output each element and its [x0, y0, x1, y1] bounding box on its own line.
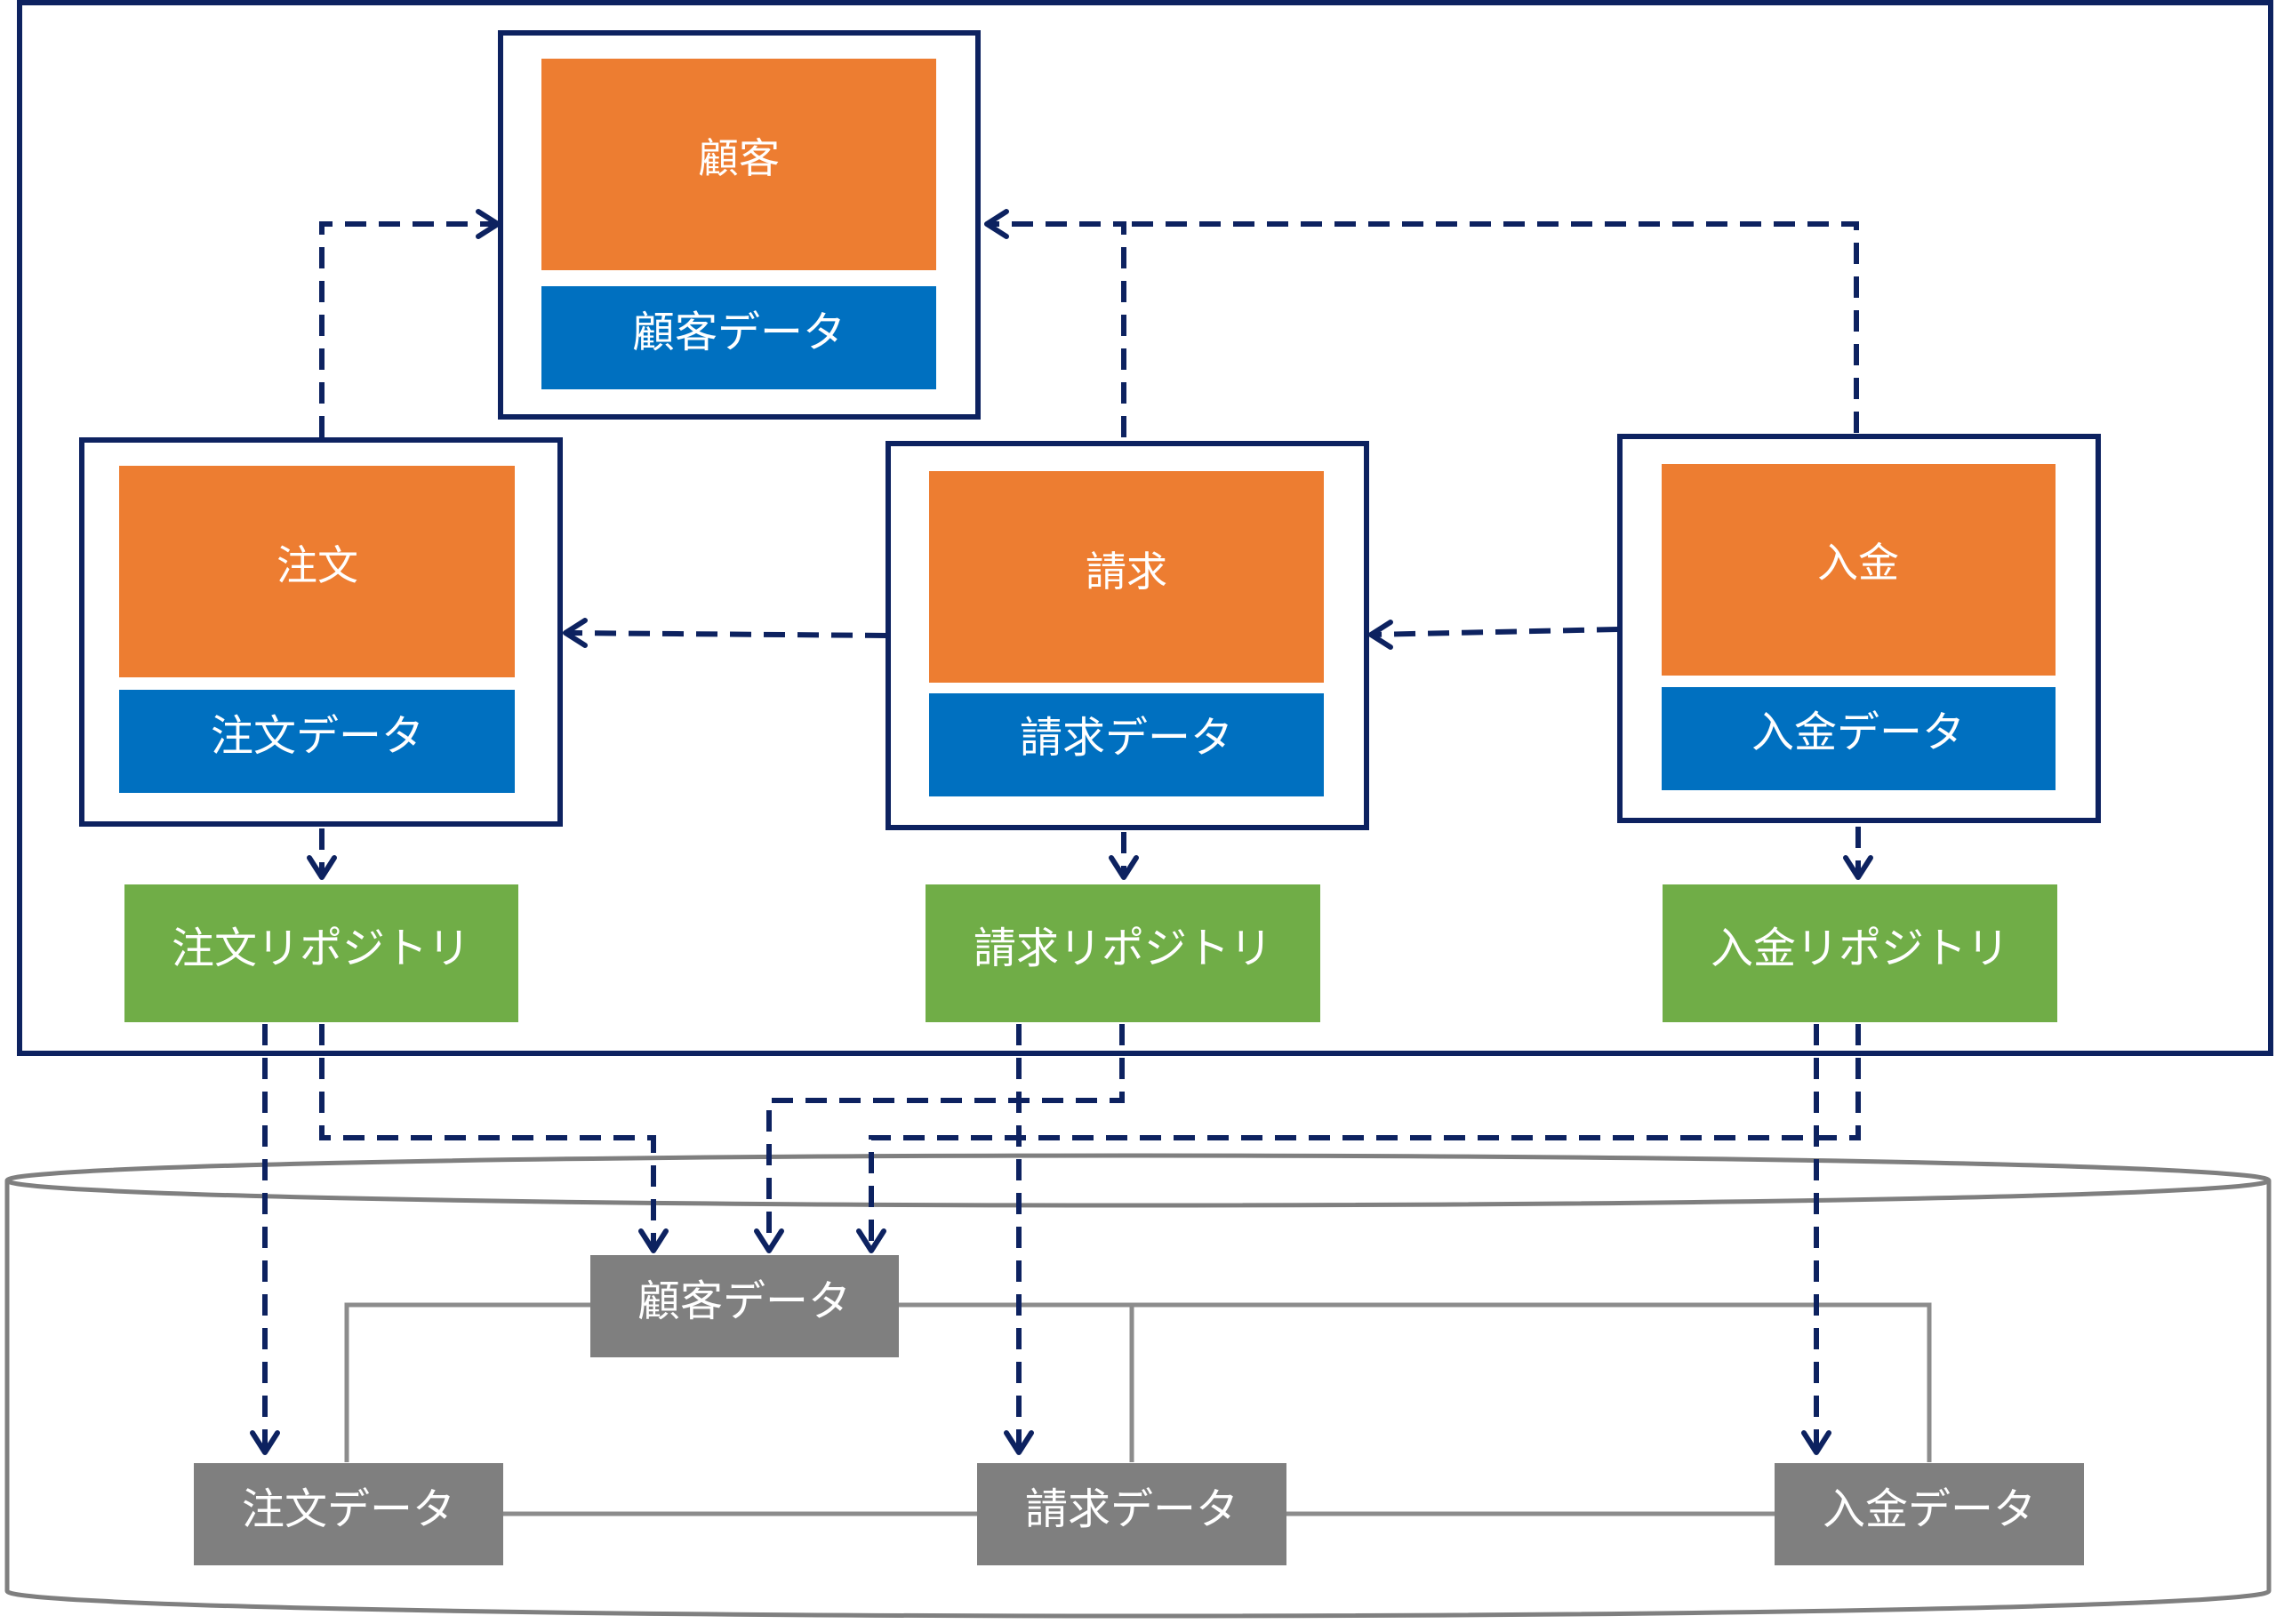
arrowhead-db-customer-3	[856, 1228, 886, 1253]
arrowheads	[250, 209, 1873, 1455]
payment-module: 入金 入金データ	[1617, 434, 2101, 823]
customer-data-box	[541, 286, 936, 389]
database-cylinder	[4, 1153, 2272, 1619]
arrowhead-db-customer-2	[754, 1228, 784, 1253]
order-title: 注文	[276, 541, 358, 589]
order-module: 注文 注文データ	[79, 437, 563, 827]
arrowhead-order-repo	[307, 855, 337, 880]
billing-module: 請求 請求データ	[886, 441, 1369, 830]
payment-data-box	[1662, 687, 2056, 790]
customer-data-label: 顧客データ	[632, 308, 845, 357]
customer-title-box	[541, 59, 936, 270]
customer-module: 顧客 顧客データ	[498, 30, 981, 420]
billing-repository-label: 請求リポジトリ	[974, 924, 1272, 973]
arrowhead-payment-to-billing	[1368, 620, 1393, 650]
db-table-order-label: 注文データ	[242, 1484, 455, 1534]
dependency-arrows	[262, 221, 1861, 1451]
order-title-box	[119, 466, 515, 677]
db-table-customer-label: 顧客データ	[637, 1276, 851, 1326]
db-table-billing: 請求データ	[977, 1463, 1286, 1565]
db-table-payment-label: 入金データ	[1823, 1484, 2036, 1534]
order-repository: 注文リポジトリ	[124, 884, 518, 1022]
db-table-payment: 入金データ	[1775, 1463, 2084, 1565]
payment-title-box	[1662, 464, 2056, 676]
order-repository-label: 注文リポジトリ	[172, 924, 470, 973]
payment-repository-label: 入金リポジトリ	[1711, 924, 2009, 973]
order-data-label: 注文データ	[211, 711, 424, 761]
billing-title-box	[929, 471, 1324, 683]
db-table-order: 注文データ	[194, 1463, 503, 1565]
db-table-customer: 顧客データ	[590, 1255, 899, 1357]
billing-data-label: 請求データ	[1020, 713, 1233, 763]
table-relations	[344, 1302, 1932, 1516]
arrowhead-billing-repo	[1109, 855, 1139, 880]
db-table-billing-label: 請求データ	[1025, 1484, 1238, 1534]
order-data-box	[119, 690, 515, 793]
customer-title: 顧客	[698, 134, 780, 182]
arrowhead-db-customer-1	[638, 1228, 669, 1253]
arrowhead-payment-repo	[1843, 855, 1873, 880]
payment-title: 入金	[1817, 539, 1899, 587]
arrowhead-db-payment	[1801, 1430, 1831, 1455]
billing-title: 請求	[1086, 548, 1167, 596]
arrowhead-billing-to-customer	[984, 209, 1009, 239]
payment-repository: 入金リポジトリ	[1663, 884, 2057, 1022]
arrowhead-billing-to-order	[563, 618, 588, 648]
arrowhead-db-order	[250, 1430, 280, 1455]
billing-repository: 請求リポジトリ	[926, 884, 1320, 1022]
arrowhead-db-billing	[1004, 1430, 1034, 1455]
billing-data-box	[929, 693, 1324, 796]
payment-data-label: 入金データ	[1751, 708, 1965, 757]
application-boundary	[17, 0, 2273, 1056]
